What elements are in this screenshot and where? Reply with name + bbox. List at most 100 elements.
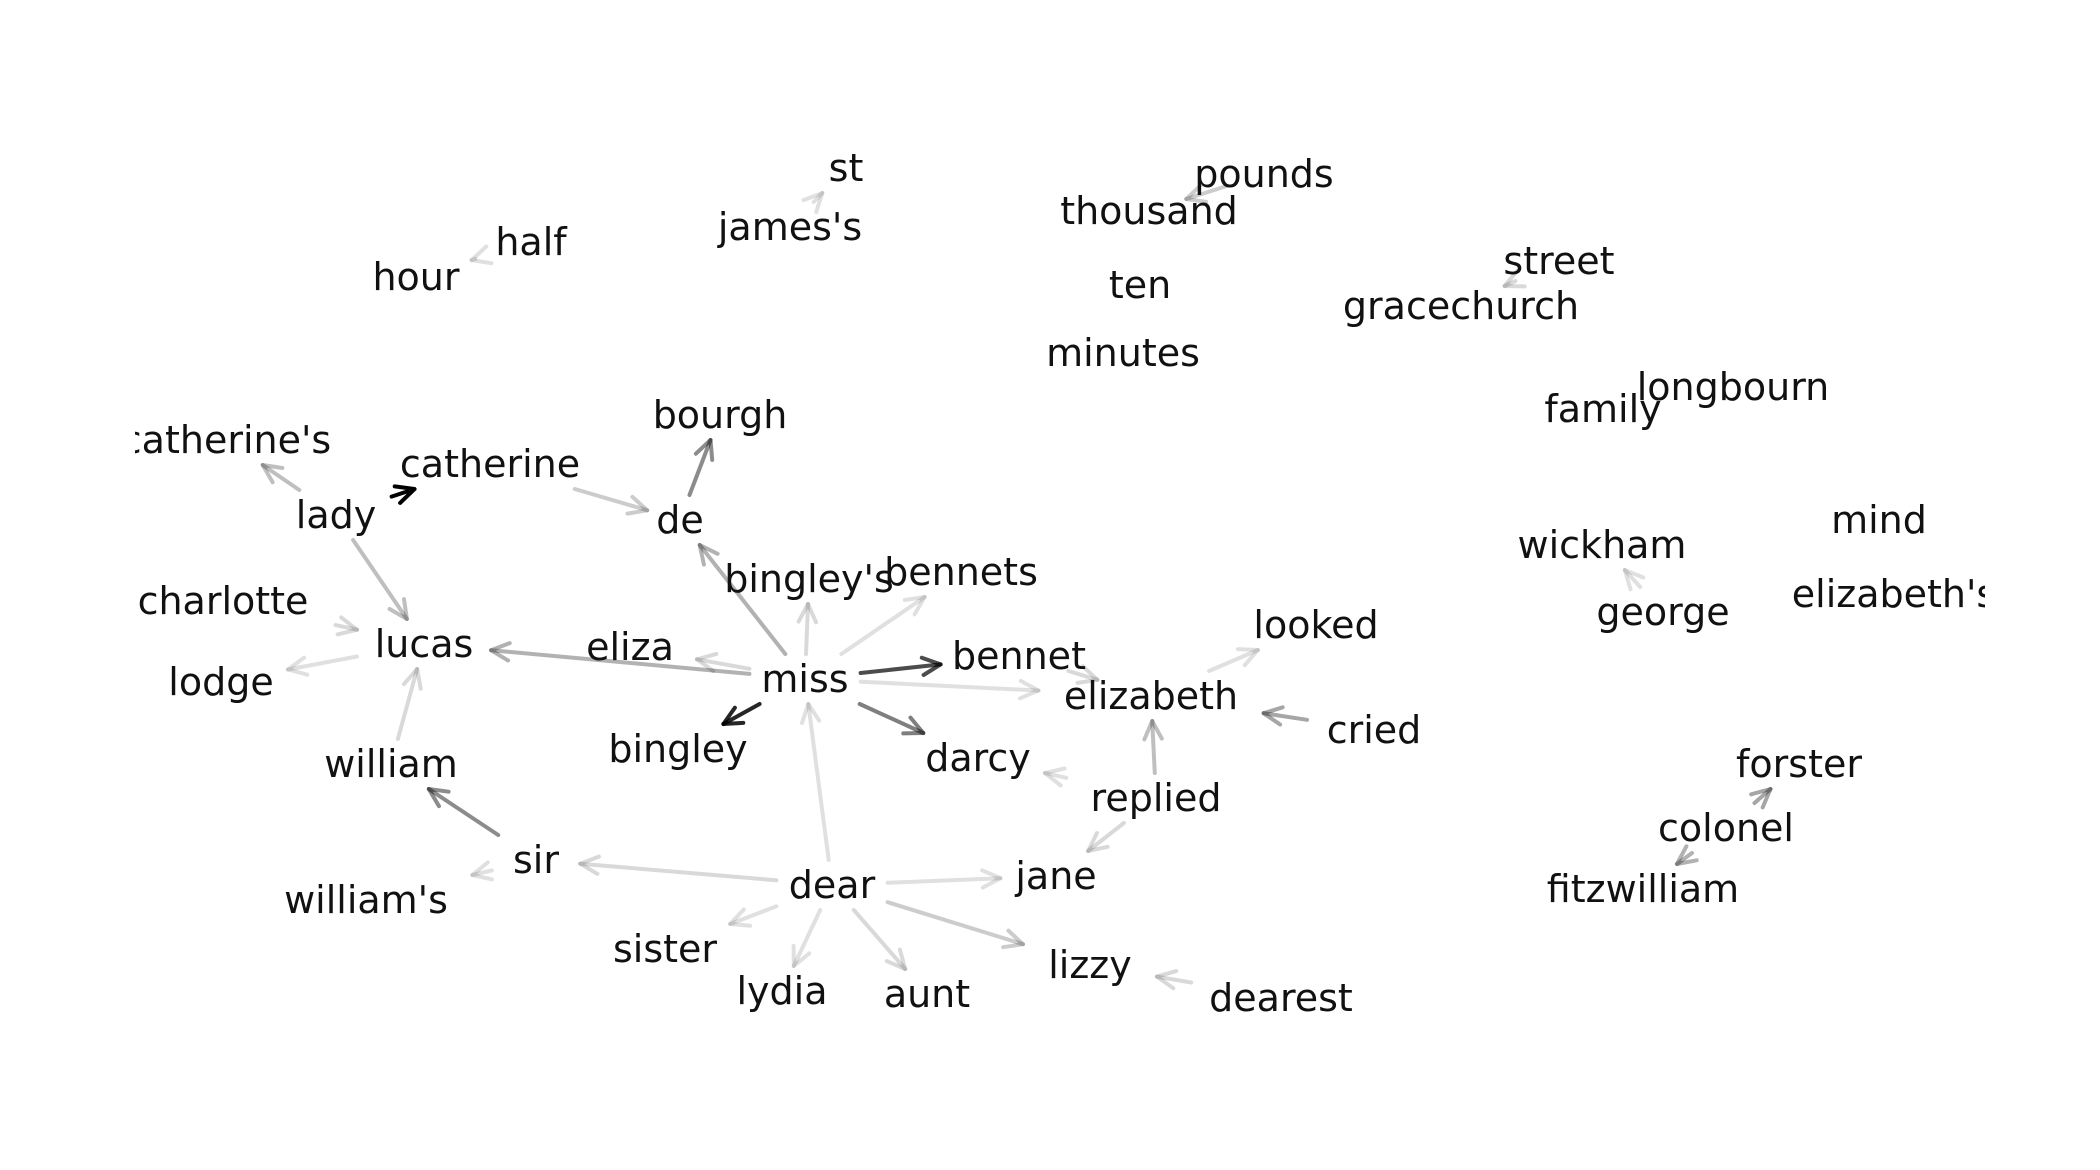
node-dear: dear [789, 863, 876, 907]
edge-arrowhead [796, 602, 818, 625]
node-cried: cried [1327, 708, 1422, 752]
edge-line [572, 487, 650, 513]
node-minutes: minutes [1046, 331, 1200, 375]
node-dearest: dearest [1209, 976, 1353, 1020]
edge-arrowhead [625, 494, 650, 516]
edge-arrowhead [902, 595, 927, 617]
edge-arrowhead [801, 191, 825, 215]
edge-arrowhead [1018, 678, 1041, 701]
edge-line [885, 876, 1003, 885]
edge-arrowhead [800, 702, 822, 725]
node-sister: sister [613, 927, 717, 971]
edge-replied-darcy [1043, 766, 1069, 788]
edge-arrowhead [578, 854, 601, 876]
edge-arrowhead [1622, 568, 1646, 592]
edge-jamess-st [801, 191, 825, 215]
edge-arrowhead [721, 705, 746, 726]
node-half: half [495, 220, 568, 264]
edge-line [1066, 669, 1100, 682]
edge-miss-de [697, 543, 788, 656]
node-darcy: darcy [925, 736, 1031, 780]
edge-dearest-lizzy [1155, 969, 1194, 991]
node-family: family [1544, 387, 1661, 431]
edge-line [1502, 279, 1518, 288]
edge-line [351, 538, 409, 621]
node-pounds: pounds [1194, 152, 1333, 196]
edge-arrowhead [489, 641, 512, 663]
edge-arrowhead [693, 438, 715, 462]
edge-line [728, 904, 779, 926]
node-jamess: james's [717, 205, 862, 249]
node-mind: mind [1831, 498, 1927, 542]
edge-line [687, 438, 713, 497]
node-lucas: lucas [375, 622, 474, 666]
edge-arrowhead [286, 655, 310, 677]
node-lady: lady [296, 493, 376, 537]
edge-arrowhead [335, 615, 359, 637]
edge-colonel-fitzwilliam [1675, 844, 1699, 866]
edge-line [1086, 821, 1126, 853]
edge-line [489, 648, 752, 676]
edge-arrowhead [1086, 831, 1110, 853]
edge-line [851, 908, 908, 971]
edge-dear-sir [578, 854, 779, 883]
edge-arrowhead [1184, 183, 1209, 204]
node-elizabeth: elizabeth [1064, 674, 1238, 718]
edge-miss-eliza [695, 651, 752, 673]
edge-arrowhead [1235, 647, 1260, 668]
node-elizabeths: elizabeth's [1792, 572, 1996, 616]
edge-arrowhead [901, 715, 926, 736]
node-bingley: bingley [608, 727, 747, 771]
node-longbourn: longbourn [1637, 365, 1830, 409]
edge-line [469, 256, 478, 263]
edge-line [395, 667, 420, 741]
edge-miss-darcy [857, 702, 926, 736]
edge-arrowhead [791, 944, 812, 968]
edge-arrowhead [470, 860, 494, 882]
edge-line [1261, 711, 1309, 722]
edge-miss-bingleys [796, 602, 818, 656]
edge-dear-lizzy [885, 900, 1025, 950]
edge-de-bourgh [687, 438, 715, 497]
node-replied: replied [1091, 776, 1222, 820]
edge-lady-catherine [389, 484, 417, 505]
edge-miss-bennet [858, 655, 943, 677]
edge-line [1184, 184, 1229, 201]
edge-thousand-pounds [1184, 183, 1229, 204]
edge-line [839, 595, 927, 656]
node-de: de [656, 498, 704, 542]
edge-charlotte-lucas [333, 615, 359, 637]
node-aunt: aunt [884, 972, 970, 1016]
edge-lady-catherines [260, 463, 302, 492]
edge-arrowhead [1142, 719, 1164, 742]
edge-arrowhead [426, 787, 451, 809]
edge-replied-jane [1086, 821, 1126, 853]
edge-line [885, 900, 1025, 947]
node-forster: forster [1736, 742, 1862, 786]
edge-line [857, 702, 926, 735]
edge-line [695, 657, 752, 671]
edge-line [286, 654, 359, 672]
node-sir: sir [513, 838, 559, 882]
edge-elizabeth-looked [1207, 647, 1260, 673]
edge-line [260, 463, 302, 492]
node-eliza: eliza [586, 625, 674, 669]
edge-arrowhead [469, 244, 494, 266]
edge-arrowhead [728, 907, 753, 928]
node-ten: ten [1109, 263, 1171, 307]
node-lodge: lodge [168, 660, 273, 704]
node-lydia: lydia [736, 969, 827, 1013]
edge-arrowhead [392, 484, 417, 505]
edge-cried-elizabeth [1261, 705, 1309, 727]
node-catherine: catherine [400, 442, 580, 486]
edge-arrowhead [387, 597, 409, 621]
edge-line [1043, 771, 1069, 780]
node-catherines: catherine's [121, 418, 331, 462]
node-bourgh: bourgh [653, 393, 788, 437]
node-charlotte: charlotte [138, 579, 309, 623]
node-william: william [324, 742, 458, 786]
edge-arrowhead [884, 947, 908, 971]
node-lizzy: lizzy [1048, 943, 1132, 987]
edge-miss-lucas [489, 641, 752, 676]
edge-sir-williams [470, 860, 494, 882]
